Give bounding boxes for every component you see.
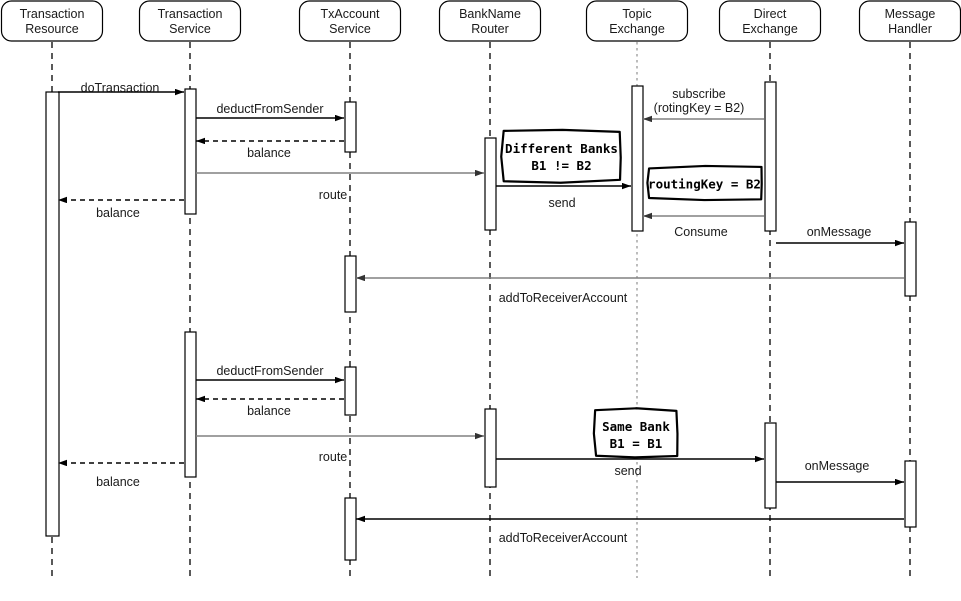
- lifelines-layer: [52, 42, 910, 578]
- message-label-m9: addToReceiverAccount: [499, 291, 628, 305]
- participant-label-line2: Router: [471, 22, 509, 36]
- note-text-line2: B1 != B2: [531, 158, 591, 173]
- message-label-m3: balance: [247, 146, 291, 160]
- participant-label-line1: Transaction: [20, 7, 85, 21]
- participant-head-topic-exchange[interactable]: TopicExchange: [587, 1, 688, 41]
- participant-head-transaction-resource[interactable]: TransactionResource: [2, 1, 103, 41]
- participant-label-line1: Direct: [754, 7, 787, 21]
- activation-bar: [485, 138, 496, 230]
- message-label-m1: doTransaction: [81, 81, 160, 95]
- participant-label-line2: Handler: [888, 22, 932, 36]
- activation-bar: [905, 222, 916, 296]
- activation-bar: [485, 409, 496, 487]
- note-text-line1: routingKey = B2: [648, 177, 761, 192]
- activation-bar: [345, 102, 356, 152]
- message-label-m14: onMessage: [805, 459, 870, 473]
- message-label-m5: subscribe: [672, 87, 726, 101]
- activation-bar: [185, 332, 196, 477]
- participant-head-direct-exchange[interactable]: DirectExchange: [720, 1, 821, 41]
- participant-label-line1: BankName: [459, 7, 521, 21]
- activations-layer: [46, 82, 916, 560]
- note-note-different-banks: [501, 130, 620, 183]
- activation-bar: [765, 82, 776, 231]
- message-sublabel-m5: (rotingKey = B2): [654, 101, 745, 115]
- participant-label-line2: Service: [329, 22, 371, 36]
- activation-bar: [185, 89, 196, 214]
- message-label-r2: balance: [96, 475, 140, 489]
- activation-bar: [46, 92, 59, 536]
- message-label-m13: send: [614, 464, 641, 478]
- message-label-m11: balance: [247, 404, 291, 418]
- message-label-m2: deductFromSender: [216, 102, 323, 116]
- participant-head-transaction-service[interactable]: TransactionService: [140, 1, 241, 41]
- participant-heads-layer: TransactionResourceTransactionServiceTxA…: [2, 1, 961, 41]
- participant-label-line1: Topic: [622, 7, 651, 21]
- message-label-m15: addToReceiverAccount: [499, 531, 628, 545]
- activation-bar: [632, 86, 643, 231]
- participant-label-line2: Resource: [25, 22, 79, 36]
- participant-head-message-handler[interactable]: MessageHandler: [860, 1, 961, 41]
- message-label-m10: deductFromSender: [216, 364, 323, 378]
- participant-label-line2: Exchange: [609, 22, 665, 36]
- participant-label-line1: Transaction: [158, 7, 223, 21]
- message-label-m6: send: [548, 196, 575, 210]
- participant-label-line1: Message: [885, 7, 936, 21]
- message-label-r1: balance: [96, 206, 140, 220]
- activation-bar: [345, 256, 356, 312]
- activation-bar: [345, 367, 356, 415]
- participant-label-line1: TxAccount: [320, 7, 380, 21]
- activation-bar: [345, 498, 356, 560]
- note-text-line2: B1 = B1: [610, 436, 663, 451]
- participant-head-bankname-router[interactable]: BankNameRouter: [440, 1, 541, 41]
- participant-label-line2: Exchange: [742, 22, 798, 36]
- message-label-m7: Consume: [674, 225, 728, 239]
- message-label-m8: onMessage: [807, 225, 872, 239]
- message-label-m4: route: [319, 188, 348, 202]
- message-label-m12: route: [319, 450, 348, 464]
- participant-label-line2: Service: [169, 22, 211, 36]
- activation-bar: [905, 461, 916, 527]
- note-text-line1: Same Bank: [602, 419, 670, 434]
- activation-bar: [765, 423, 776, 508]
- participant-head-txaccount-service[interactable]: TxAccountService: [300, 1, 401, 41]
- note-text-line1: Different Banks: [505, 141, 618, 156]
